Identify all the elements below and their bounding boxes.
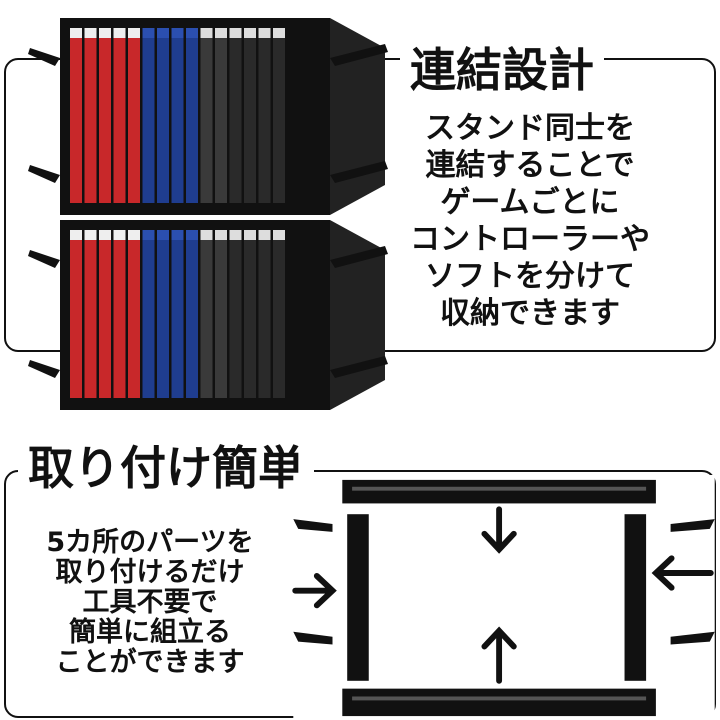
controller-hook <box>28 360 60 378</box>
game-case <box>128 230 140 398</box>
game-case <box>70 230 82 398</box>
case-label <box>273 28 285 38</box>
description-line: 収納できます <box>440 296 620 331</box>
game-case <box>142 230 155 398</box>
case-label <box>142 28 155 38</box>
case-label <box>186 230 198 240</box>
game-case <box>113 230 126 398</box>
description-line: 連結することで <box>425 148 635 183</box>
case-label <box>157 230 169 240</box>
game-case <box>273 230 285 398</box>
game-case <box>229 230 242 398</box>
description-line: 取り付けるだけ <box>55 557 245 588</box>
case-label <box>200 28 213 38</box>
game-case <box>157 28 169 203</box>
case-label <box>215 28 227 38</box>
case-label <box>84 230 97 240</box>
arrow-right-icon <box>292 573 337 609</box>
game-case <box>113 28 126 203</box>
case-label <box>186 28 198 38</box>
game-case <box>186 230 198 398</box>
case-label <box>70 230 82 240</box>
case-label <box>128 28 140 38</box>
game-case <box>244 230 256 398</box>
case-label <box>84 28 97 38</box>
game-case <box>215 28 227 203</box>
game-case <box>70 28 82 203</box>
game-case <box>200 230 213 398</box>
game-case <box>171 28 184 203</box>
controller-hook <box>28 250 60 268</box>
case-label <box>200 230 213 240</box>
case-label <box>215 230 227 240</box>
controller-hook <box>330 246 388 268</box>
arrow-up-icon <box>481 626 517 684</box>
description-line: スタンド同士を <box>425 111 635 146</box>
case-label <box>258 28 271 38</box>
case-label <box>244 230 256 240</box>
game-case <box>171 230 184 398</box>
game-case <box>142 28 155 203</box>
game-case <box>84 230 97 398</box>
top-panel <box>342 479 656 504</box>
bottom-panel <box>342 688 656 717</box>
game-case <box>99 28 111 203</box>
game-case <box>273 28 285 203</box>
game-case <box>258 230 271 398</box>
case-label <box>273 230 285 240</box>
description-line: コントローラーや <box>410 222 650 257</box>
game-case <box>229 28 242 203</box>
left-side-panel <box>347 514 369 681</box>
assembly-diagram <box>292 475 715 720</box>
arrow-down-icon <box>481 506 517 554</box>
case-label <box>244 28 256 38</box>
section1-description: スタンド同士を 連結することで ゲームごとに コントローラーや ソフトを分けて … <box>380 110 680 332</box>
section2-heading: 取り付け簡単 <box>18 432 314 498</box>
game-case <box>215 230 227 398</box>
description-line: ゲームごとに <box>440 185 620 220</box>
controller-hook <box>28 165 60 183</box>
game-case <box>244 28 256 203</box>
case-label <box>70 28 82 38</box>
description-line: 簡単に組立る <box>69 617 231 648</box>
case-label <box>142 230 155 240</box>
controller-hook <box>28 48 60 66</box>
case-label <box>229 28 242 38</box>
case-label <box>157 28 169 38</box>
description-line: ことができます <box>55 647 245 678</box>
controller-hook <box>330 356 388 378</box>
section2-description: 5カ所のパーツを 取り付けるだけ 工具不要で 簡単に組立る ことができます <box>10 528 290 678</box>
game-case <box>200 28 213 203</box>
game-case <box>99 230 111 398</box>
case-label <box>113 230 126 240</box>
game-case <box>84 28 97 203</box>
description-line: 工具不要で <box>82 587 218 618</box>
case-label <box>171 28 184 38</box>
game-case <box>128 28 140 203</box>
case-label <box>171 230 184 240</box>
right-side-panel <box>624 514 647 681</box>
section1-heading: 連結設計 <box>400 34 604 100</box>
game-case <box>157 230 169 398</box>
arrow-left-icon <box>651 555 714 591</box>
game-case <box>186 28 198 203</box>
controller-hook <box>330 161 388 183</box>
description-line: 5カ所のパーツを <box>46 527 254 558</box>
case-label <box>258 230 271 240</box>
case-label <box>128 230 140 240</box>
case-label <box>113 28 126 38</box>
description-line: ソフトを分けて <box>425 259 635 294</box>
game-case <box>258 28 271 203</box>
case-label <box>229 230 242 240</box>
controller-hook <box>330 44 388 66</box>
case-label <box>99 28 111 38</box>
stacked-game-rack-image <box>28 18 388 410</box>
case-label <box>99 230 111 240</box>
